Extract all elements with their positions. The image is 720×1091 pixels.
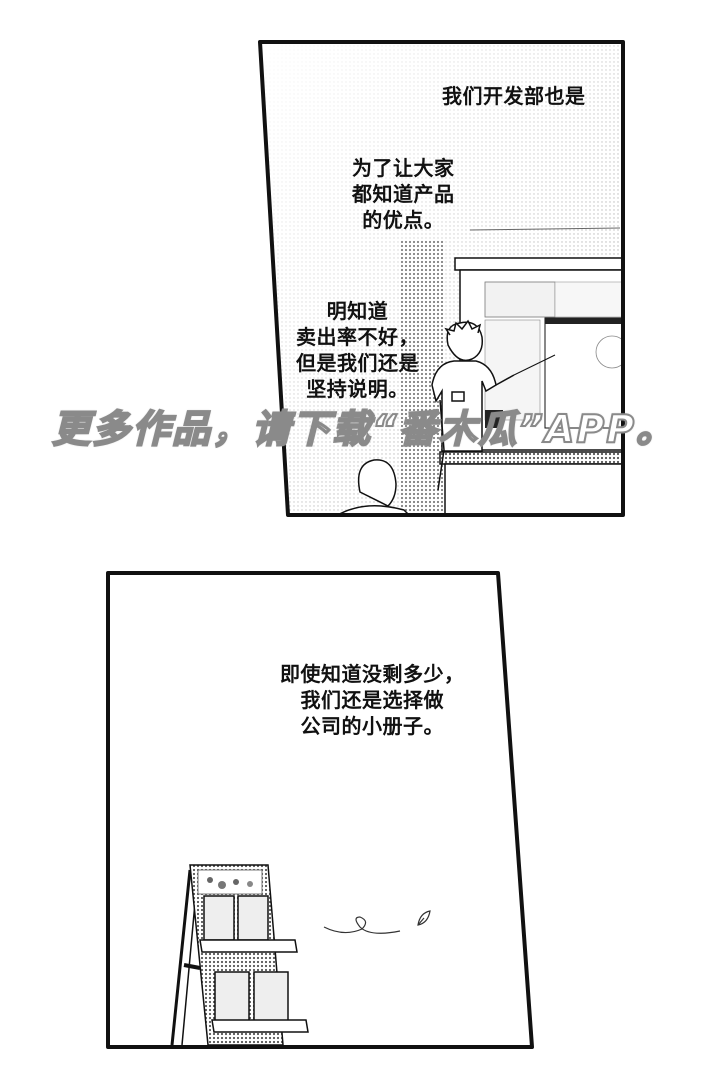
- caption-dev-dept: 我们开发部也是: [442, 84, 586, 108]
- caption-keep-explaining: 明知道 卖出率不好， 但是我们还是 坚持说明。: [296, 299, 419, 401]
- projector-screen: [454, 257, 623, 451]
- caption-product-merits: 为了让大家 都知道产品 的优点。: [352, 156, 455, 232]
- caption-company-brochure: 即使知道没剩多少， 我们还是选择做 公司的小册子。: [280, 662, 465, 738]
- panel-1-border: [258, 40, 625, 517]
- panel-2-border: [106, 571, 534, 1049]
- brochure-stand: [170, 864, 309, 1046]
- watermark-text: 更多作品，请下载“番木瓜”APP。: [51, 406, 677, 452]
- panel-1-art: [260, 42, 623, 515]
- falling-leaf: [323, 910, 431, 934]
- presenter-figure: [431, 319, 556, 491]
